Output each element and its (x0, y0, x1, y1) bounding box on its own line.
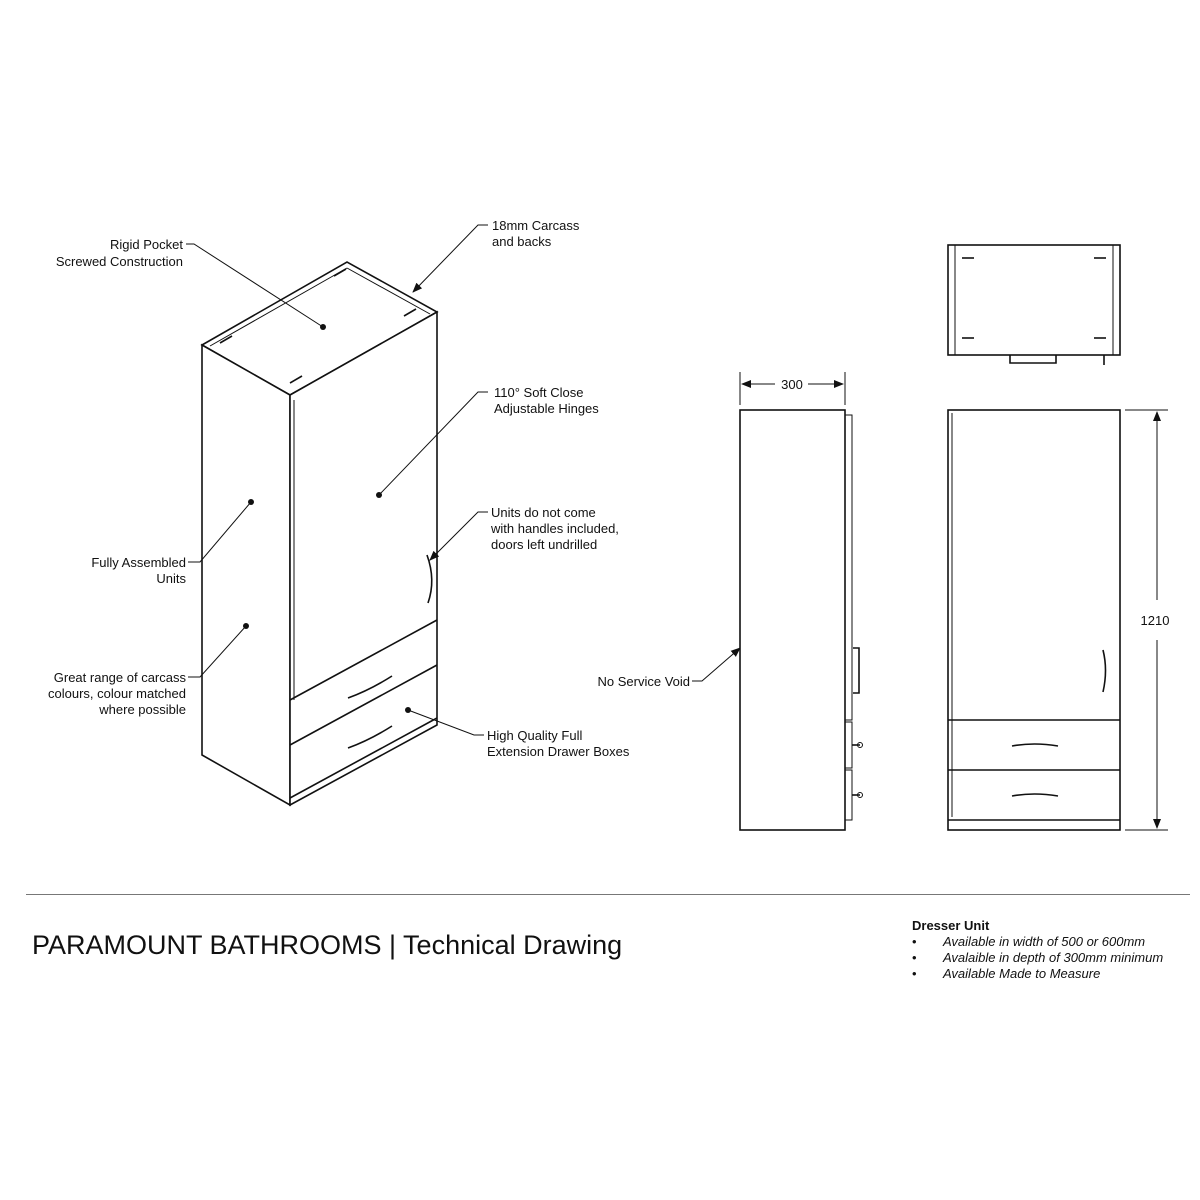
drawer-handle-icon (347, 675, 393, 699)
side-view: 300 (739, 372, 863, 831)
pocket-screw-icons (219, 268, 417, 384)
front-view: 1210 (947, 409, 1170, 831)
top-view (947, 244, 1121, 365)
bullet: • (912, 934, 917, 949)
bullet: • (912, 950, 917, 965)
drawer-handle-icon (1011, 743, 1059, 747)
note-item: • Available Made to Measure (912, 966, 1163, 982)
note-text: Avalaible in depth of 300mm minimum (943, 950, 1164, 965)
divider (26, 894, 1190, 895)
note-item: • Available in width of 500 or 600mm (912, 934, 1163, 950)
label-service-void: No Service Void (598, 674, 691, 689)
depth-dimension: 300 (781, 377, 803, 392)
product-name: Dresser Unit (912, 918, 990, 933)
product-notes: Dresser Unit • Available in width of 500 … (912, 918, 1163, 982)
note-item: • Avalaible in depth of 300mm minimum (912, 950, 1163, 966)
door-handle-icon (1102, 649, 1107, 693)
door-handle-icon (426, 554, 433, 604)
page-title: PARAMOUNT BATHROOMS | Technical Drawing (32, 930, 623, 960)
drawer-handle-icon (1011, 793, 1059, 797)
drawer-handle-icon (347, 725, 393, 749)
bullet: • (912, 966, 917, 981)
note-text: Available in width of 500 or 600mm (943, 934, 1146, 949)
note-text: Available Made to Measure (943, 966, 1101, 981)
isometric-cabinet (200, 261, 439, 807)
height-dimension: 1210 (1141, 613, 1170, 628)
leader-lines (186, 224, 741, 736)
